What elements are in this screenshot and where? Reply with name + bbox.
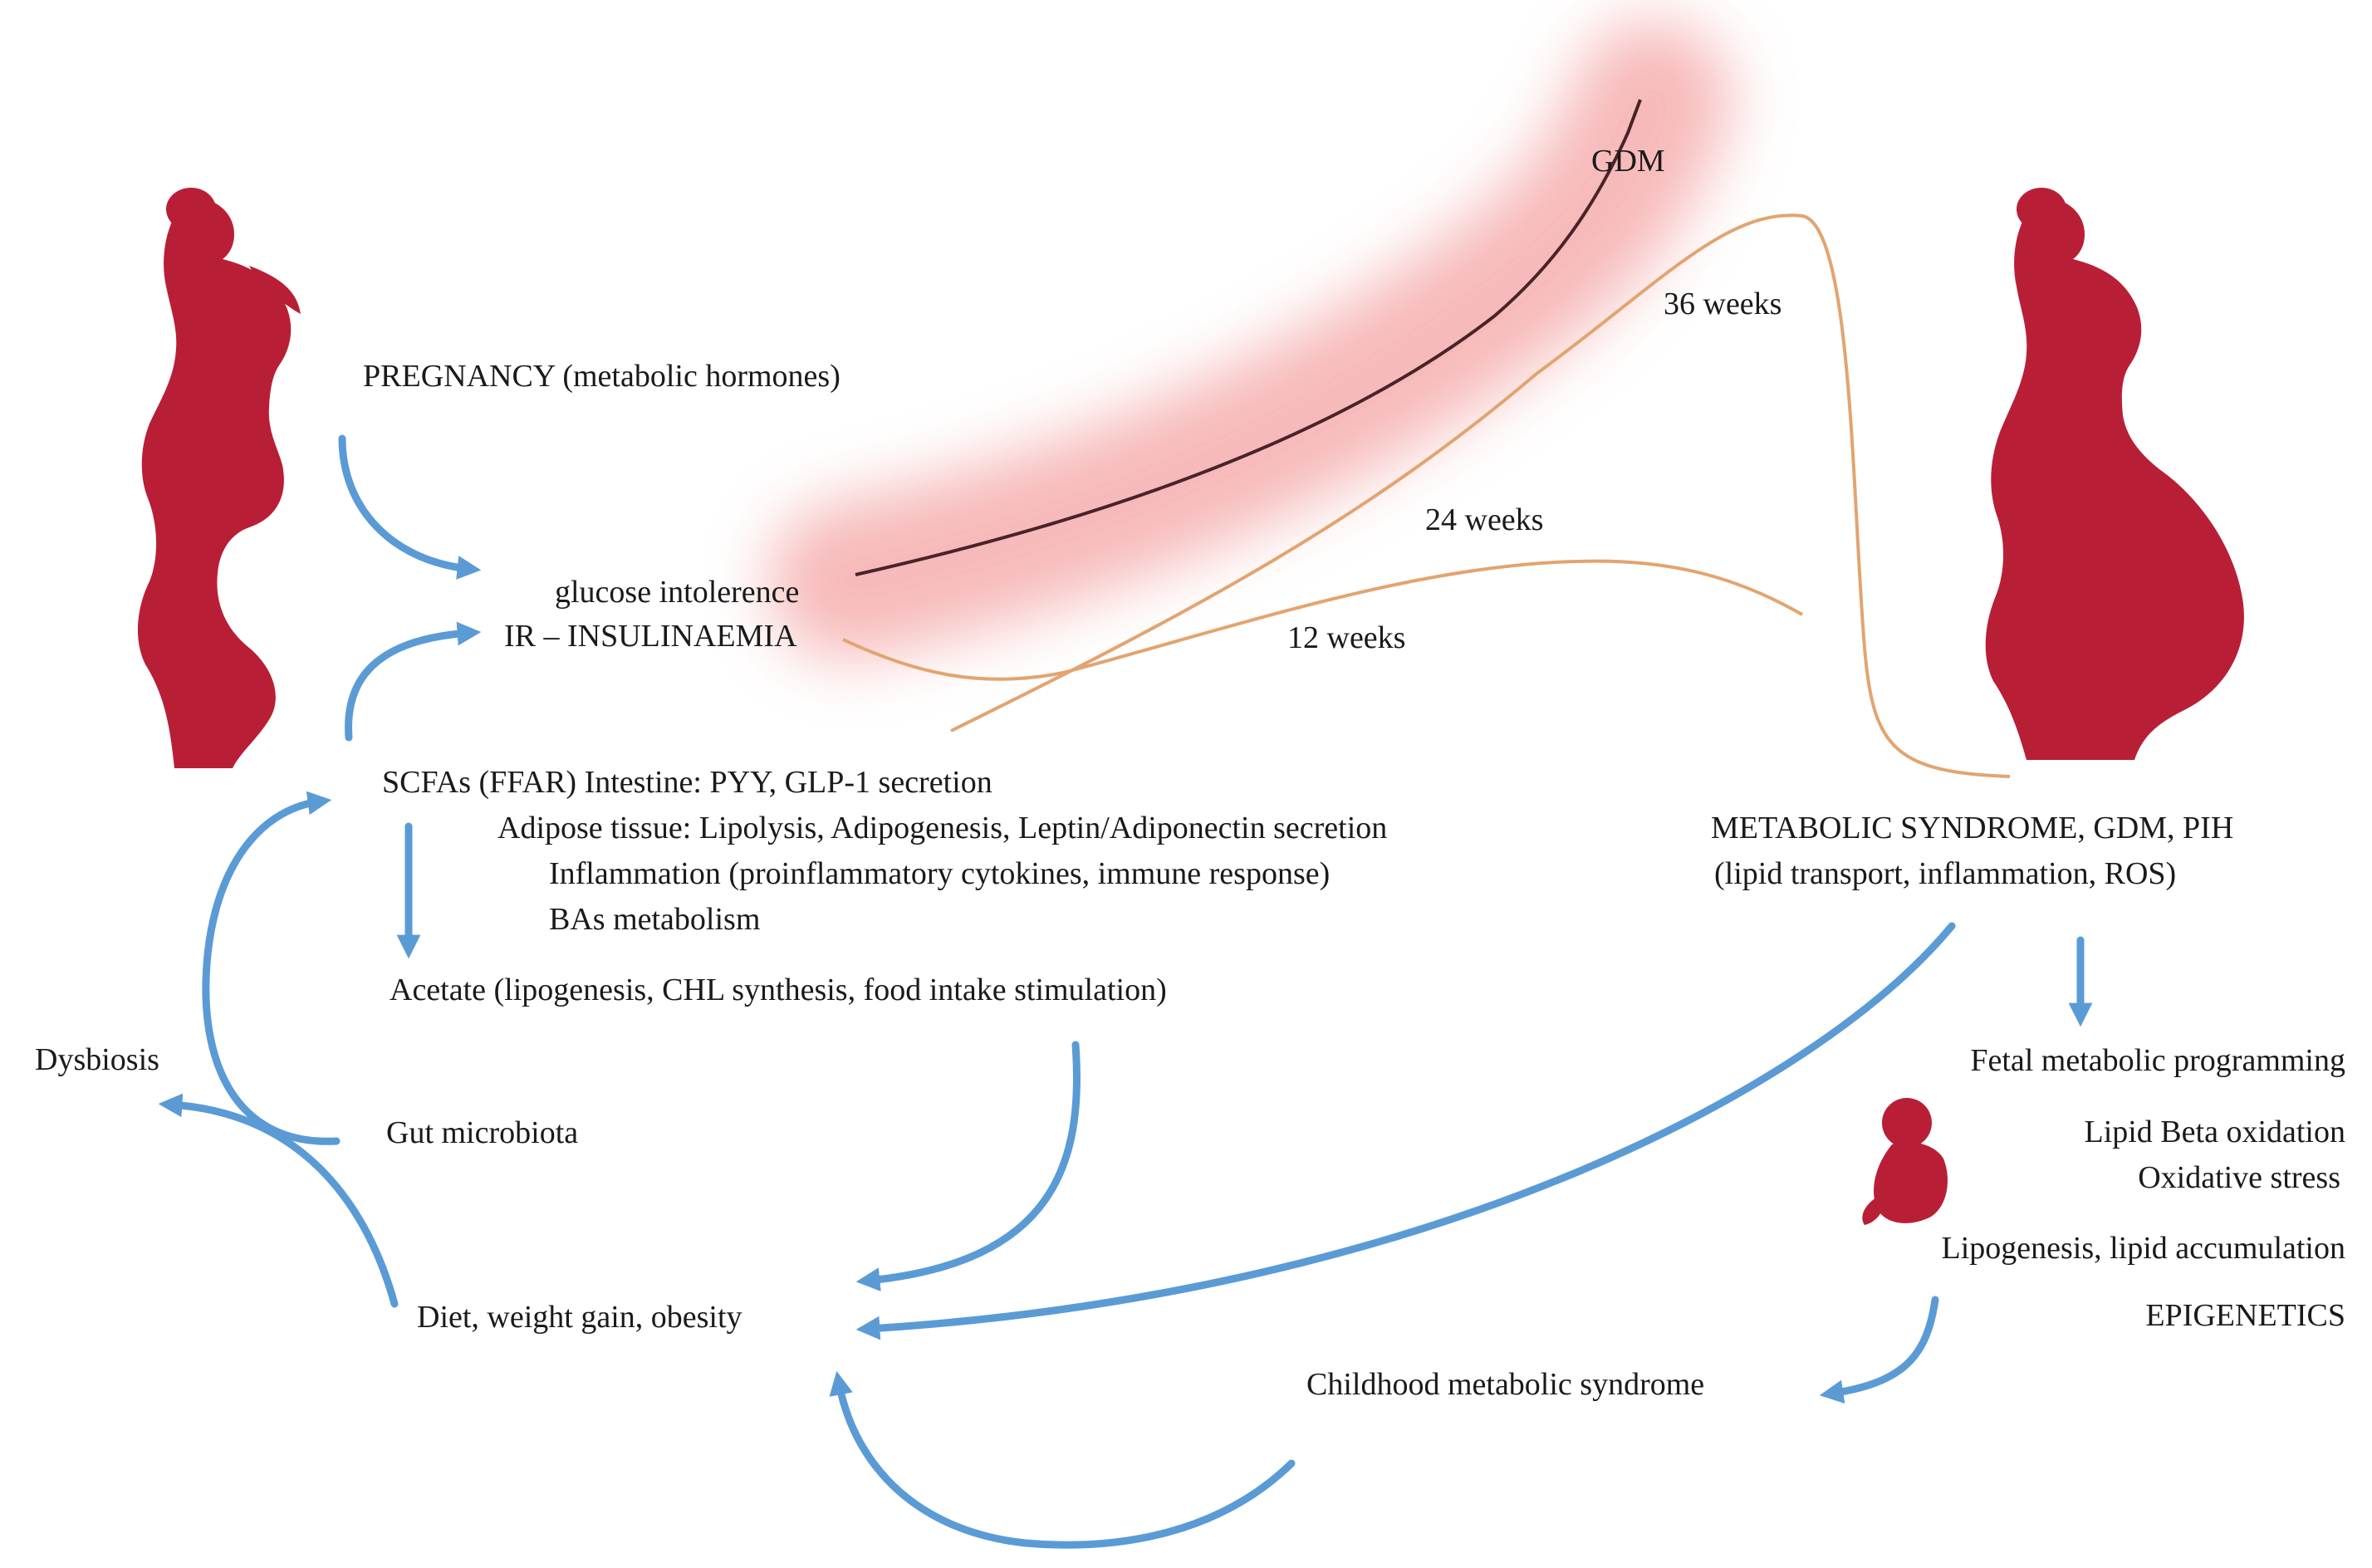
arrow-epigenetics-to-childhood — [1819, 1296, 1939, 1404]
gdm-curve-label: GDM — [1591, 144, 1665, 179]
gut-microbiota-label: Gut microbiota — [386, 1115, 579, 1150]
week-36-label: 36 weeks — [1664, 287, 1782, 321]
arrow-acetate-to-diet — [855, 1041, 1081, 1291]
epigenetics-label: EPIGENETICS — [2145, 1298, 2345, 1333]
pregnant-woman-silhouette-icon — [1985, 188, 2244, 760]
pregnancy-label: PREGNANCY (metabolic hormones) — [363, 359, 840, 394]
arrow-gut-to-scfas — [202, 791, 341, 1145]
bas-metabolism-label: BAs metabolism — [549, 902, 761, 937]
scfas-label: SCFAs (FFAR) Intestine: PYY, GLP-1 secre… — [382, 765, 992, 800]
arrow-childhood-to-diet — [829, 1370, 1296, 1549]
metabolic-syndrome-label: METABOLIC SYNDROME, GDM, PIH — [1711, 811, 2234, 845]
adipose-tissue-label: Adipose tissue: Lipolysis, Adipogenesis,… — [497, 811, 1388, 845]
week-36-curve — [950, 213, 2011, 778]
childhood-metabolic-syndrome-label: Childhood metabolic syndrome — [1306, 1367, 1705, 1402]
lipid-beta-oxidation-label: Lipid Beta oxidation — [2084, 1115, 2345, 1149]
fetus-icon — [1862, 1098, 1948, 1225]
oxidative-stress-label: Oxidative stress — [2138, 1160, 2340, 1195]
dysbiosis-label: Dysbiosis — [35, 1042, 159, 1077]
arrow-diet-to-dysbiosis — [158, 1093, 399, 1308]
arrow-metabolic-to-diet — [855, 922, 1956, 1340]
gdm-curve — [855, 99, 1642, 576]
arrow-pregnancy-to-glucose — [338, 434, 482, 580]
ir-insulinaemia-label: IR – INSULINAEMIA — [504, 619, 797, 654]
week-12-label: 12 weeks — [1287, 620, 1406, 655]
lipogenesis-label: Lipogenesis, lipid accumulation — [1941, 1231, 2345, 1266]
gdm-glow — [768, 21, 1732, 660]
woman-silhouette-icon — [137, 188, 301, 768]
diet-obesity-label: Diet, weight gain, obesity — [417, 1300, 742, 1335]
arrow-scfas-to-ir — [345, 621, 482, 742]
week-24-label: 24 weeks — [1425, 502, 1544, 537]
week-12-24-curve — [842, 559, 1803, 681]
fetal-programming-label: Fetal metabolic programming — [1970, 1043, 2345, 1078]
lipid-transport-label: (lipid transport, inflammation, ROS) — [1714, 856, 2177, 891]
glucose-intolerence-label: glucose intolerence — [555, 575, 800, 610]
acetate-label: Acetate (lipogenesis, CHL synthesis, foo… — [390, 973, 1167, 1007]
inflammation-label: Inflammation (proinflammatory cytokines,… — [549, 856, 1331, 891]
